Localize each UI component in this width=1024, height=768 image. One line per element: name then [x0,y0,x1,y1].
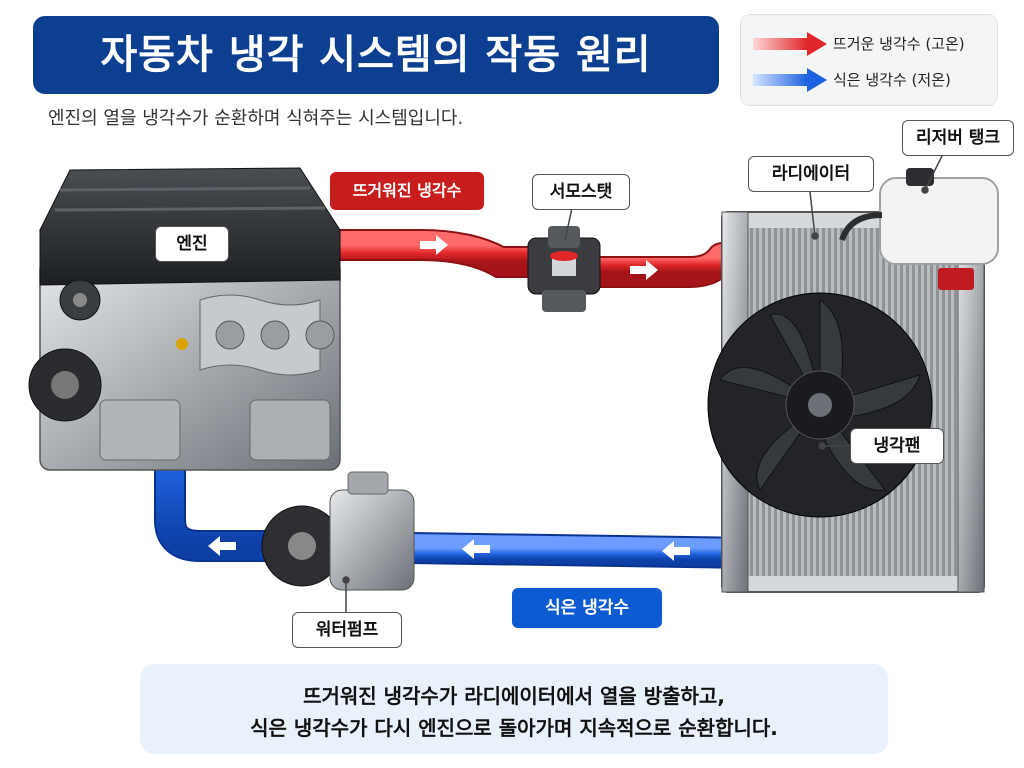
leader-lines [342,151,945,612]
legend-cold-text: 식은 냉각수 (저온) [833,71,951,89]
title-banner: 자동차 냉각 시스템의 작동 원리 [33,16,719,94]
hot-pipe [314,229,738,288]
legend-hot: 뜨거운 냉각수 (고온) [741,29,997,59]
label-engine: 엔진 [155,226,229,262]
reservoir-illustration [839,168,999,265]
summary-box: 뜨거워진 냉각수가 라디에이터에서 열을 방출하고, 식은 냉각수가 다시 엔진… [140,664,888,754]
subtitle: 엔진의 열을 냉각수가 순환하며 식혀주는 시스템입니다. [48,108,464,129]
radiator-illustration [707,211,985,593]
engine-illustration [28,167,341,471]
cold-arrow-icon [753,68,827,92]
legend: 뜨거운 냉각수 (고온) 식은 냉각수 (저온) [740,14,998,106]
label-reservoir: 리저버 탱크 [902,120,1014,156]
legend-hot-text: 뜨거운 냉각수 (고온) [833,35,965,53]
thermostat-illustration [527,226,601,312]
label-radiator: 라디에이터 [748,156,874,192]
summary-line-2: 식은 냉각수가 다시 엔진으로 돌아가며 지속적으로 순환합니다. [250,716,778,740]
hot-arrow-icon [753,32,827,56]
legend-cold: 식은 냉각수 (저온) [741,65,997,95]
label-water-pump: 워터펌프 [292,612,402,648]
label-thermostat: 서모스탯 [532,174,630,210]
label-cold-coolant: 식은 냉각수 [512,588,662,628]
water-pump-illustration [261,471,415,591]
label-fan: 냉각팬 [850,428,944,464]
label-hot-coolant: 뜨거워진 냉각수 [330,172,484,210]
summary-line-1: 뜨거워진 냉각수가 라디에이터에서 열을 방출하고, [303,684,725,708]
page-title: 자동차 냉각 시스템의 작동 원리 [100,32,652,78]
